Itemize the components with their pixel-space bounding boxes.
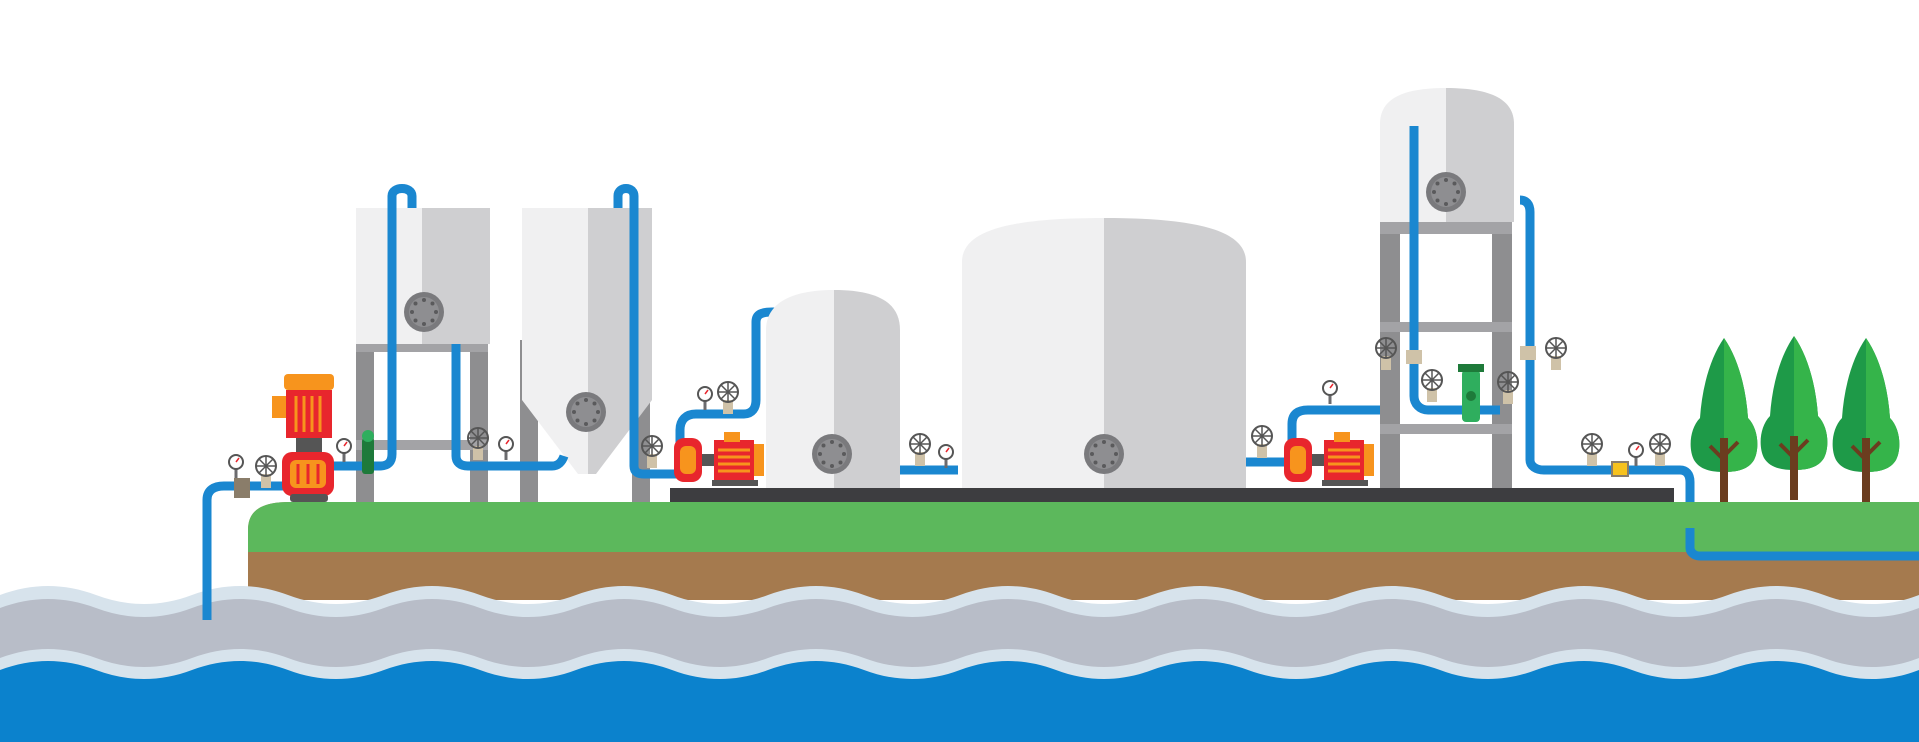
- hand-wheel-valve-icon: [909, 433, 931, 467]
- intake-pipe: [202, 481, 300, 620]
- storage-tank-icon: [766, 290, 900, 488]
- pressure-gauge-icon: [497, 435, 515, 462]
- hand-wheel-valve-icon: [1251, 425, 1273, 459]
- pump-icon: [672, 430, 766, 488]
- pump-icon: [1282, 430, 1376, 488]
- pressure-gauge-icon: [335, 437, 353, 464]
- valve-body: [1406, 350, 1422, 364]
- tree-icon: [1758, 334, 1830, 502]
- pressure-gauge-icon: [227, 453, 245, 480]
- outlet-pipe: [1685, 528, 1919, 561]
- process-pipes: [334, 184, 782, 479]
- pump-pipe: [1246, 405, 1400, 467]
- tower-pipes: [1409, 126, 1695, 502]
- ground: [248, 502, 1919, 600]
- water-tower-icon: [1380, 88, 1514, 488]
- pressure-gauge-icon: [1321, 379, 1339, 406]
- equipment-platform: [670, 488, 1674, 502]
- pressure-gauge-icon: [1627, 441, 1645, 468]
- large-storage-tank-icon: [962, 218, 1246, 488]
- pressure-gauge-icon: [696, 385, 714, 412]
- hand-wheel-valve-icon: [1581, 433, 1603, 467]
- hand-wheel-valve-icon: [717, 381, 739, 415]
- hand-wheel-valve-icon: [1421, 369, 1443, 403]
- silo-icon: [356, 208, 490, 502]
- valve-body: [1520, 346, 1536, 360]
- strainer: [234, 478, 250, 498]
- tree-icon: [1830, 336, 1902, 504]
- pressure-gauge-icon: [937, 443, 955, 470]
- hand-wheel-valve-icon: [1545, 337, 1567, 371]
- tree-icon: [1688, 336, 1760, 504]
- control-valve-icon: [1458, 364, 1484, 422]
- control-valve-icon: [362, 430, 374, 474]
- water: [0, 586, 1919, 742]
- hand-wheel-valve-icon: [1649, 433, 1671, 467]
- vertical-pump-icon: [272, 374, 334, 502]
- flow-meter-icon: [1611, 461, 1629, 477]
